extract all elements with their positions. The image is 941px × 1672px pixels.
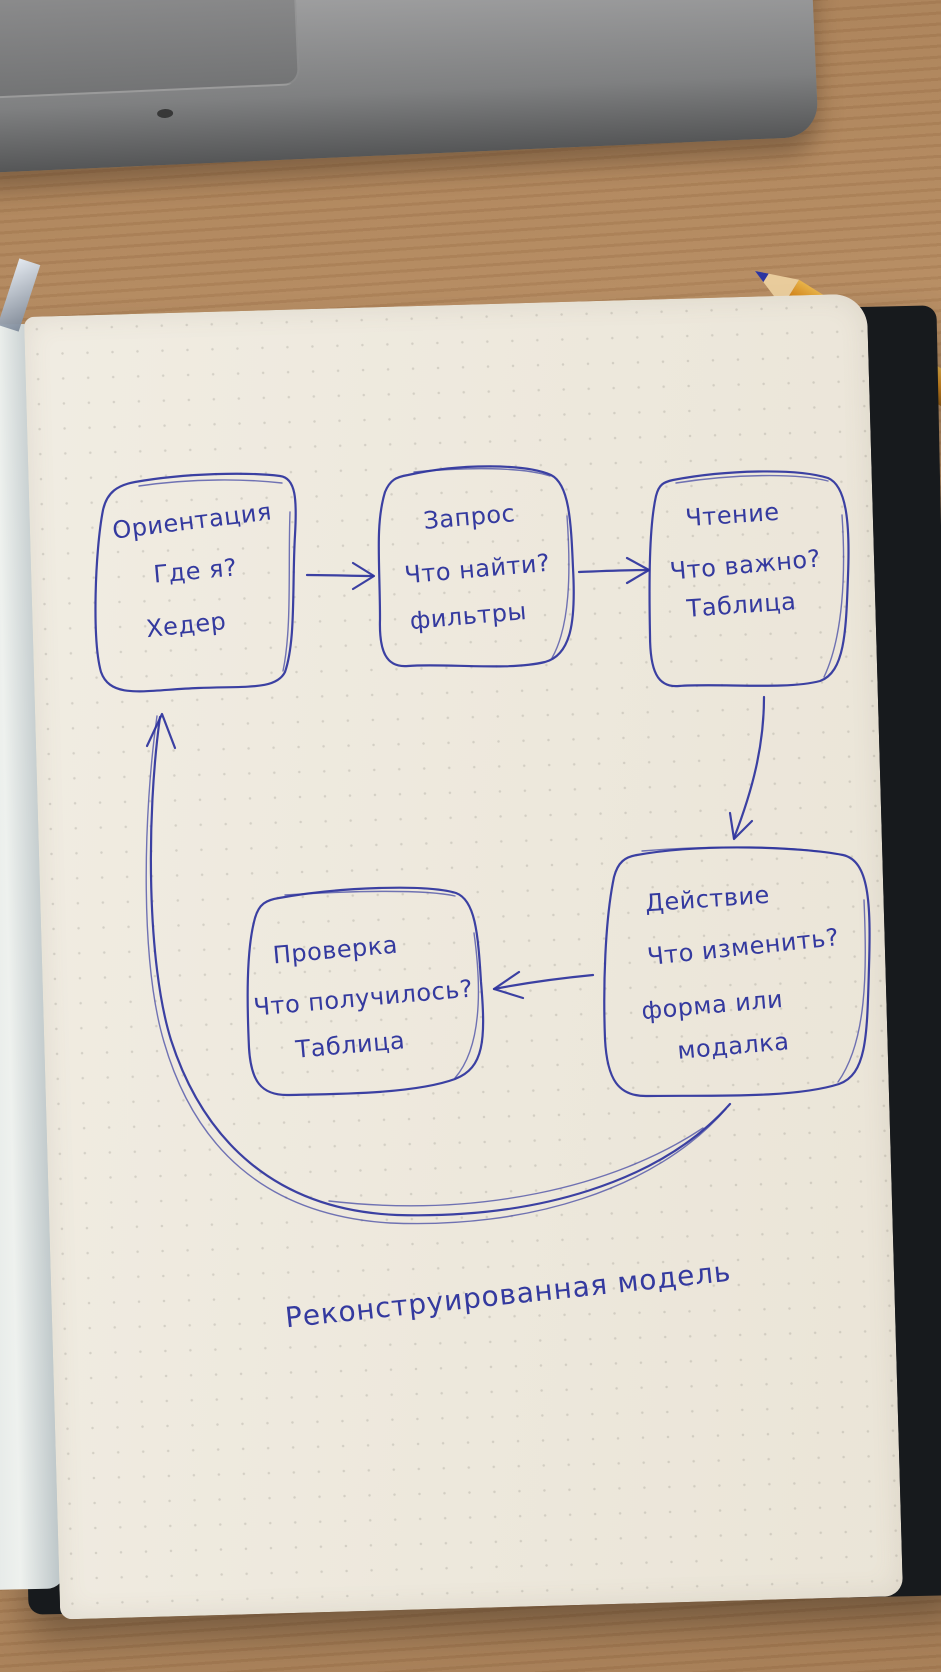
node-orientation-second-stroke	[138, 479, 291, 672]
node-request-detail: фильтры	[409, 597, 528, 635]
node-reading-second-stroke	[675, 474, 845, 678]
node-check-title: Проверка	[272, 931, 399, 970]
feedback-loop-main-line	[149, 715, 732, 1217]
feedback-loop-third-stroke	[328, 1127, 704, 1207]
node-orientation-title: Ориентация	[111, 497, 273, 544]
node-orientation-question: Где я?	[152, 553, 238, 588]
feedback-loop-second-stroke	[145, 715, 727, 1225]
node-reading-border	[648, 470, 850, 688]
feedback-arrow-head	[145, 712, 177, 750]
node-action-question: Что изменить?	[646, 923, 841, 971]
arrow-line-reading-action	[732, 695, 766, 840]
node-action-detail-line-1: форма или	[640, 985, 784, 1025]
node-action: Действие Что изменить? форма или модалка	[603, 846, 871, 1098]
arrow-line-action-check	[492, 973, 595, 991]
node-request-question: Что найти?	[403, 549, 551, 590]
node-reading-detail: Таблица	[685, 587, 797, 623]
node-reading-title: Чтение	[684, 498, 780, 533]
node-request-border	[377, 465, 575, 668]
arrow-head-request-reading	[625, 556, 651, 585]
node-reading: Чтение Что важно? Таблица	[648, 470, 850, 688]
arrow-head-orientation-request	[351, 561, 376, 591]
edge-request-to-reading	[577, 556, 651, 585]
node-check-border	[246, 886, 485, 1097]
node-check-detail: Таблица	[293, 1026, 406, 1064]
node-orientation-border	[94, 472, 297, 693]
node-check-second-stroke	[284, 890, 480, 1079]
arrow-line-request-reading	[577, 568, 650, 574]
diagram-caption: Реконструированная модель	[283, 1255, 732, 1335]
edge-action-to-orientation-feedback	[145, 712, 732, 1225]
node-action-border	[603, 846, 871, 1098]
node-action-second-stroke	[641, 846, 866, 1083]
node-orientation-detail: Хедер	[145, 607, 228, 643]
node-request-title: Запрос	[422, 499, 516, 535]
node-check-question: Что получилось?	[252, 974, 474, 1021]
node-request: Запрос Что найти? фильтры	[377, 465, 575, 668]
node-action-detail-line-2: модалка	[676, 1027, 790, 1065]
node-request-second-stroke	[413, 467, 570, 659]
node-action-title: Действие	[644, 881, 770, 918]
edge-orientation-to-request	[305, 561, 376, 591]
node-reading-question: Что важно?	[669, 544, 822, 585]
edge-reading-to-action	[728, 695, 766, 841]
edge-action-to-check	[492, 970, 595, 1000]
arrow-head-reading-action	[728, 811, 754, 841]
arrow-line-orientation-request	[305, 573, 375, 578]
node-check: Проверка Что получилось? Таблица	[246, 886, 485, 1097]
node-orientation: Ориентация Где я? Хедер	[94, 472, 297, 693]
arrow-head-action-check	[492, 970, 525, 1000]
